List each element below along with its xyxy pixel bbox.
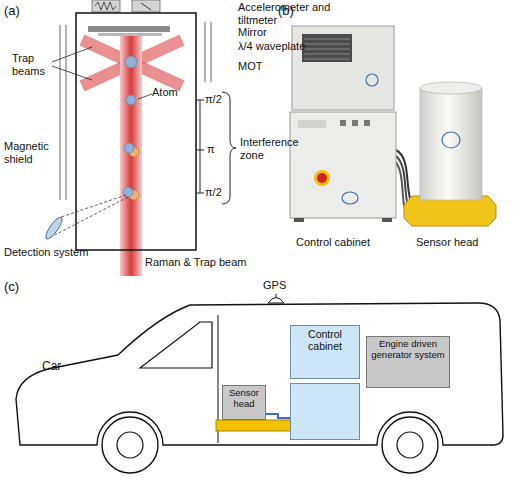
text-label: π/2 xyxy=(205,93,235,106)
magnetic-shield xyxy=(65,25,67,200)
box-label: Engine driven generator system xyxy=(369,339,447,361)
text-label: Detection system xyxy=(4,246,114,259)
vacuum-chamber xyxy=(76,13,196,250)
gps-antenna xyxy=(268,298,284,304)
control-cabinet-photo xyxy=(304,54,350,55)
atom-cloud xyxy=(124,143,134,153)
car-outline xyxy=(397,432,423,458)
panel-letter: (a) xyxy=(4,4,34,19)
sensor-head-photo xyxy=(404,82,496,226)
sensor-icons xyxy=(92,0,120,12)
box-label: Sensor head xyxy=(225,388,263,410)
detection-optics xyxy=(43,195,128,241)
magnetic-shield xyxy=(204,22,206,82)
vacuum-chamber xyxy=(76,13,196,250)
control-cabinet-photo xyxy=(342,192,358,204)
magnetic-shield xyxy=(59,25,61,200)
car-outline xyxy=(102,417,158,473)
text-label: MOT xyxy=(238,60,298,73)
text-label: Sensor head xyxy=(416,236,506,249)
leader-line xyxy=(52,66,92,80)
text-label: Atom xyxy=(152,86,192,99)
pulse-ticks xyxy=(196,92,236,204)
pulse-ticks xyxy=(196,100,204,101)
control-cabinet-photo xyxy=(304,39,350,40)
raman-beam xyxy=(120,36,142,276)
control-cabinet-photo xyxy=(304,49,350,50)
raman-beam xyxy=(120,36,142,276)
generator-box: Engine driven generator system xyxy=(366,336,450,388)
sensor-icons xyxy=(132,0,160,12)
text-label: Control cabinet xyxy=(296,236,406,249)
box-label: Control cabinet xyxy=(296,328,354,352)
cabinet-divider xyxy=(290,378,360,384)
text-label: π xyxy=(207,143,227,156)
text-label: GPS xyxy=(263,279,303,292)
control-cabinet-photo xyxy=(314,170,330,186)
control-cabinet-photo xyxy=(302,34,352,62)
sensor-head-photo xyxy=(420,88,482,200)
car-outline xyxy=(382,417,438,473)
control-cabinet-photo xyxy=(340,120,346,126)
control-cabinet-photo xyxy=(304,59,350,60)
text-label: Mirror xyxy=(238,26,318,39)
vehicle-label: Car xyxy=(42,359,61,373)
text-label: π/2 xyxy=(205,186,235,199)
leader-line xyxy=(138,94,152,99)
control-cabinet-photo xyxy=(366,74,378,86)
gps-antenna xyxy=(268,294,284,303)
sensor-head-photo xyxy=(442,132,460,148)
sensor-head-photo xyxy=(404,196,496,226)
sensor-icons xyxy=(95,2,116,10)
sensor-head-box: Sensor head xyxy=(222,385,266,420)
text-label: λ/4 waveplate xyxy=(238,40,338,53)
magnetic-shield xyxy=(210,22,212,82)
text-label: Magnetic shield xyxy=(4,140,58,165)
pulse-ticks xyxy=(196,193,204,194)
control-cabinet-photo xyxy=(290,26,396,222)
detection-optics xyxy=(43,215,64,241)
text-label: Raman & Trap beam xyxy=(145,256,265,269)
control-cabinet-photo xyxy=(304,44,350,45)
control-cabinet-photo xyxy=(290,112,396,218)
car-outline xyxy=(117,432,143,458)
sensor-icons xyxy=(141,3,151,10)
car-outline xyxy=(140,322,212,368)
detection-optics xyxy=(61,195,126,217)
sensor-icons xyxy=(92,0,160,12)
leader-line xyxy=(52,47,92,62)
car-outline xyxy=(216,420,296,431)
atom-cloud xyxy=(123,56,139,200)
pulse-ticks xyxy=(222,92,236,204)
control-cabinet-photo xyxy=(317,173,327,183)
control-cabinet-photo xyxy=(292,26,394,110)
car-outline xyxy=(16,303,503,445)
cable-connector xyxy=(266,414,290,418)
control-cabinet-box: Control cabinet xyxy=(290,325,360,440)
panel-letter: (c) xyxy=(4,280,34,295)
pulse-ticks xyxy=(196,150,204,151)
control-cabinet-photo xyxy=(352,120,358,126)
vacuum-chamber xyxy=(88,26,170,32)
sensor-head-photo xyxy=(420,82,482,94)
car-body: CarSensor head Control cabinet Engine driv… xyxy=(8,295,508,475)
panel-letter: (b) xyxy=(278,4,308,19)
control-cabinet-photo xyxy=(294,218,304,222)
text-label: Trap beams xyxy=(12,52,54,77)
control-cabinet-photo xyxy=(382,218,392,222)
pulse-ticks xyxy=(200,100,201,193)
atom-cloud xyxy=(126,95,136,105)
control-cabinet-photo xyxy=(298,120,326,128)
text-label: Interference zone xyxy=(240,136,312,161)
vacuum-chamber xyxy=(98,33,162,36)
control-cabinet-photo xyxy=(364,120,370,126)
atom-cloud xyxy=(125,56,137,68)
leader-line xyxy=(52,47,152,99)
